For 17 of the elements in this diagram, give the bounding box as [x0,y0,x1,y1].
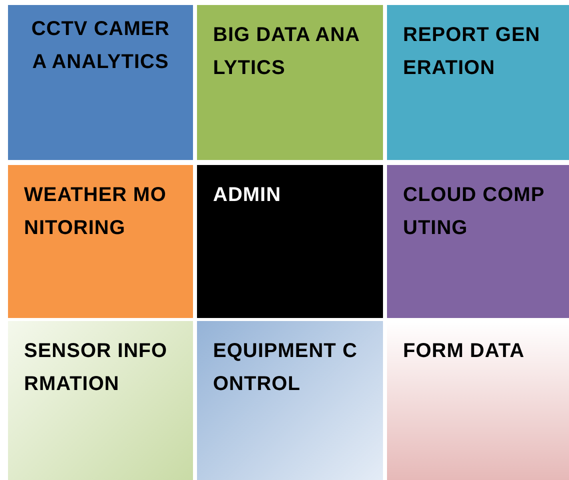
tile-label: WEATHER MONITORING [24,183,168,241]
tile-label: CLOUD COMPUTING [403,183,546,241]
category-tile [387,165,569,318]
category-tile [197,321,383,480]
tile-label: ADMIN [213,183,282,208]
category-tile [197,5,383,160]
tile-label: CCTV CAMERA ANALYTICS [30,17,171,75]
tile-label: SENSOR INFORMATION [24,339,168,397]
category-tile [387,5,569,160]
tile-label: BIG DATA ANALYTICS [213,23,362,81]
category-tile [8,5,193,160]
category-tile [197,165,383,318]
tile-label: EQUIPMENT CONTROL [213,339,358,397]
category-tile [8,321,193,480]
tile-label: REPORT GENERATION [403,23,542,81]
tile-label: FORM DATA [403,339,525,364]
category-tile [8,165,193,318]
